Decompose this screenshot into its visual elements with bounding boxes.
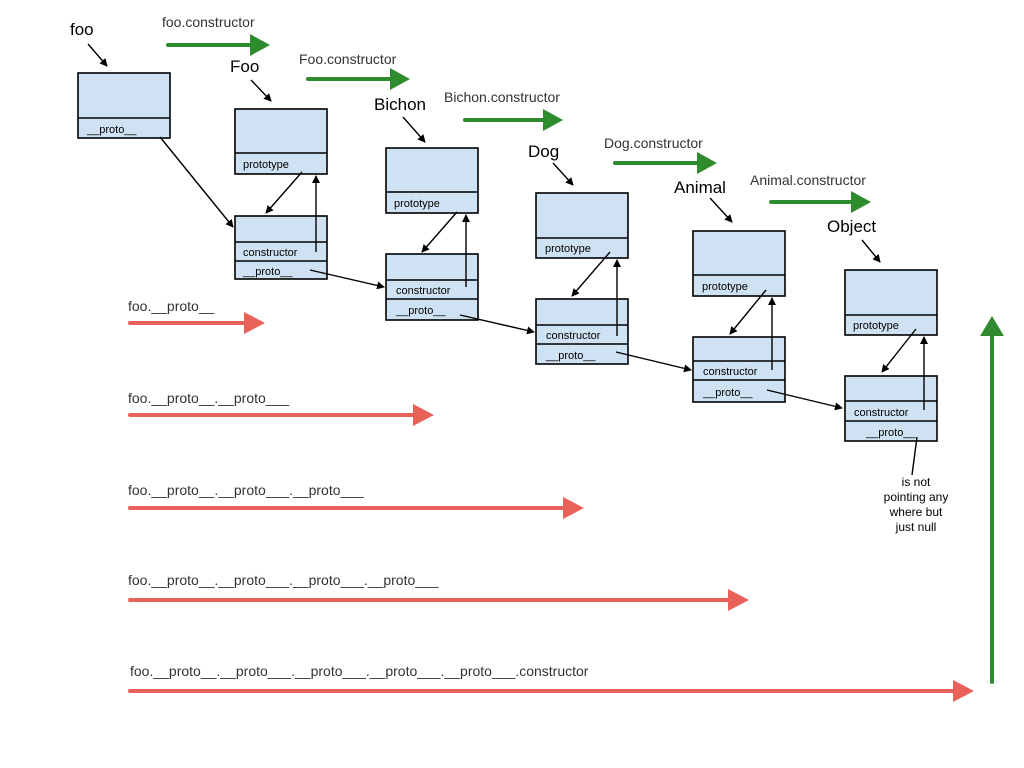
slot-proto: __proto__ <box>702 387 753 399</box>
bichon-prototype-box: prototype <box>385 147 479 214</box>
slot-constructor: constructor <box>243 247 298 259</box>
null-note-line: just null <box>895 520 937 534</box>
red-label-1: foo.__proto__ <box>128 298 215 314</box>
red-arrow-head <box>413 404 434 426</box>
green-label-Animal-constructor: Animal.constructor <box>750 172 866 188</box>
name-label-Animal: Animal <box>674 178 726 197</box>
slot-prototype: prototype <box>853 320 899 332</box>
name-label-Object: Object <box>827 217 876 236</box>
green-arrow-head <box>250 34 270 56</box>
green-label-Dog-constructor: Dog.constructor <box>604 135 703 151</box>
red-arrow-head <box>563 497 584 519</box>
object-prototype-box: prototype <box>844 269 938 336</box>
chain-links <box>159 136 928 476</box>
foo-object-box: __proto__ <box>77 72 171 139</box>
bichon-constructor-box: constructor __proto__ <box>385 253 479 321</box>
foo-constructor-box: constructor __proto__ <box>234 215 328 280</box>
null-note-line: where but <box>889 505 943 519</box>
null-note-line: is not <box>902 475 931 489</box>
red-label-4: foo.__proto__.__proto___.__proto___.__pr… <box>128 572 439 588</box>
dog-prototype-box: prototype <box>535 192 629 259</box>
slot-prototype: prototype <box>243 159 289 171</box>
slot-constructor: constructor <box>703 366 758 378</box>
null-note-line: pointing any <box>884 490 949 504</box>
red-arrow-head <box>953 680 974 702</box>
foo-prototype-box: prototype <box>234 108 328 175</box>
green-label-Bichon-constructor: Bichon.constructor <box>444 89 560 105</box>
green-vertical-arrow-head <box>980 316 1004 336</box>
slot-proto: __proto__ <box>242 266 293 278</box>
green-arrow-head <box>543 109 563 131</box>
dog-constructor-box: constructor __proto__ <box>535 298 629 365</box>
red-traversal-arrows: foo.__proto__ foo.__proto__.__proto___ f… <box>128 298 974 702</box>
slot-prototype: prototype <box>702 281 748 293</box>
animal-prototype-box: prototype <box>692 230 786 297</box>
name-label-Foo: Foo <box>230 57 259 76</box>
green-constructor-arrows: foo.constructor Foo.constructor Bichon.c… <box>162 14 1004 684</box>
slot-prototype: prototype <box>545 243 591 255</box>
slot-proto: __proto__ <box>865 427 916 439</box>
label-pointers <box>87 43 881 263</box>
green-label-Foo-constructor: Foo.constructor <box>299 51 397 67</box>
green-label-foo-constructor: foo.constructor <box>162 14 255 30</box>
object-constructor-box: constructor __proto__ <box>844 375 938 442</box>
slot-constructor: constructor <box>546 330 601 342</box>
slot-proto: __proto__ <box>545 350 596 362</box>
name-label-Bichon: Bichon <box>374 95 426 114</box>
slot-proto: __proto__ <box>395 305 446 317</box>
slot-proto: __proto__ <box>86 124 137 136</box>
green-arrow-head <box>697 152 717 174</box>
animal-constructor-box: constructor __proto__ <box>692 336 786 403</box>
slot-prototype: prototype <box>394 198 440 210</box>
red-label-2: foo.__proto__.__proto___ <box>128 390 289 406</box>
green-arrow-head <box>851 191 871 213</box>
red-arrow-head <box>244 312 265 334</box>
red-arrow-head <box>728 589 749 611</box>
name-label-Dog: Dog <box>528 142 559 161</box>
variable-label-foo: foo <box>70 20 94 39</box>
slot-constructor: constructor <box>396 285 451 297</box>
red-label-3: foo.__proto__.__proto___.__proto___ <box>128 482 364 498</box>
slot-constructor: constructor <box>854 407 909 419</box>
null-note: is not pointing any where but just null <box>884 475 949 534</box>
red-label-5: foo.__proto__.__proto___.__proto___.__pr… <box>130 663 589 679</box>
green-arrow-head <box>390 68 410 90</box>
null-pointer-line <box>911 436 918 476</box>
name-labels: foo Foo Bichon Dog Animal Object <box>70 20 876 236</box>
